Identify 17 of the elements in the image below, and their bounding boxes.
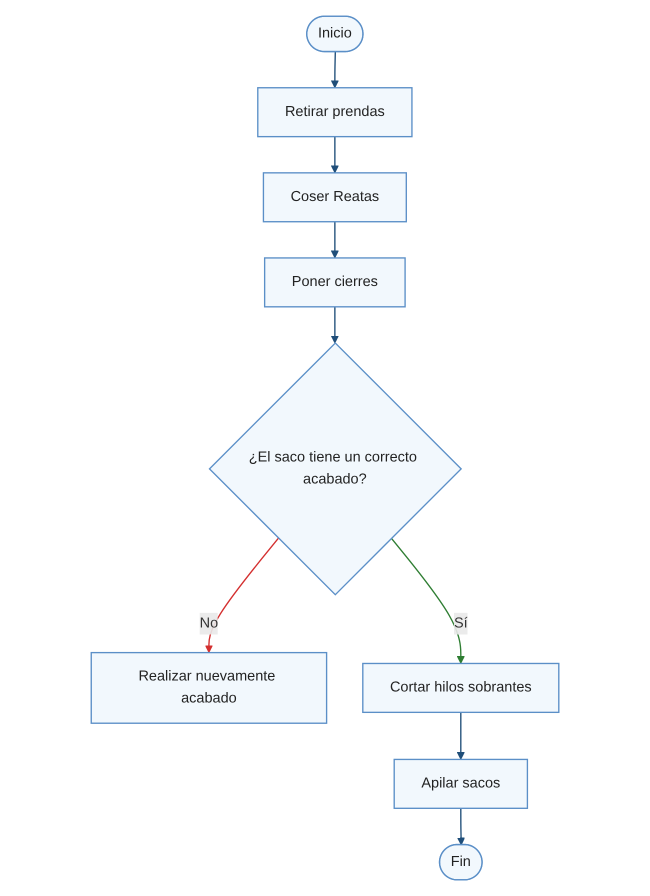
arrow bbox=[330, 136, 339, 174]
node-box: Poner cierres bbox=[264, 257, 406, 308]
node-box: Retirar prendas bbox=[257, 87, 413, 138]
arrow bbox=[330, 306, 339, 344]
arrow bbox=[457, 808, 466, 846]
node-diamond: ¿El saco tiene un correcto acabado? bbox=[208, 342, 462, 596]
arrow bbox=[330, 52, 339, 88]
arrow bbox=[330, 222, 339, 258]
arrow bbox=[390, 538, 465, 664]
edge-label: Sí bbox=[454, 615, 468, 631]
node-box: Coser Reatas bbox=[262, 172, 407, 222]
node-box: Cortar hilos sobrantes bbox=[362, 662, 560, 713]
node-box: Apilar sacos bbox=[394, 758, 528, 809]
node-box: Realizar nuevamente acabado bbox=[90, 652, 328, 724]
arrow bbox=[204, 538, 279, 653]
edge-label: No bbox=[200, 615, 218, 631]
arrow bbox=[456, 712, 465, 760]
